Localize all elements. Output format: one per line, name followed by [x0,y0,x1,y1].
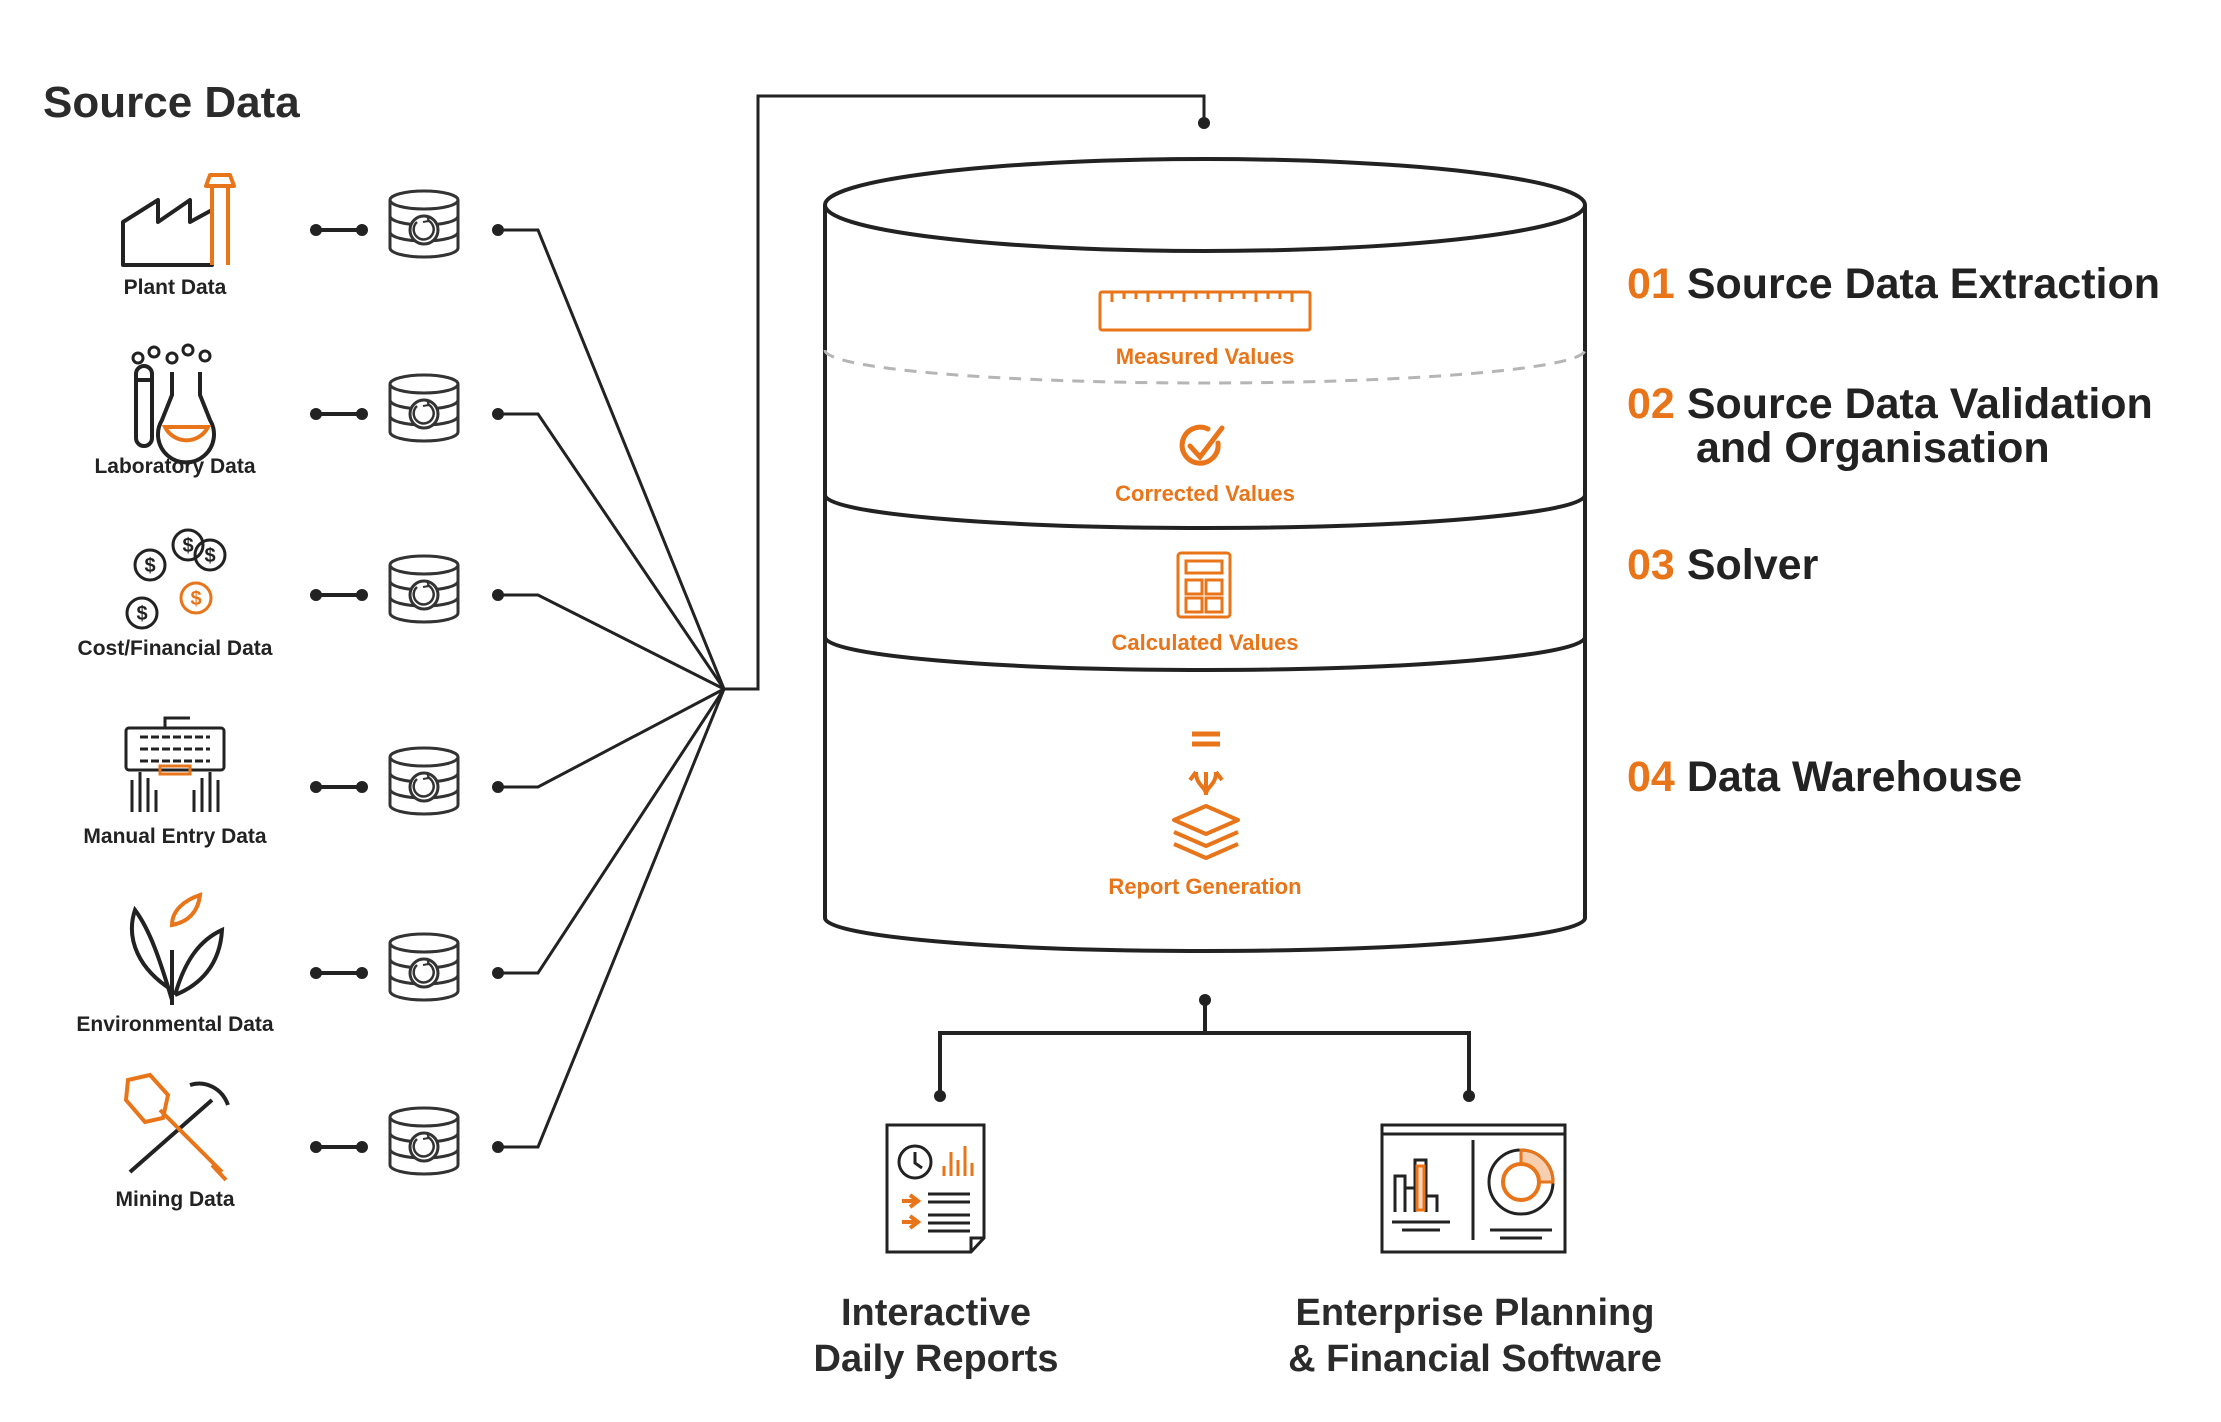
step-number: 03 [1627,541,1675,589]
step-title: Data Warehouse [1686,753,2023,801]
stack-layers-icon [1172,731,1240,860]
output-connectors [938,1000,1471,1096]
database-icon [388,746,460,816]
svg-text:$: $ [190,588,201,610]
step-title: Solver [1686,541,1819,589]
database-icon [388,373,460,443]
warehouse-output-node [1199,994,1211,1006]
database-icon [388,932,460,1002]
source-row-environmental [310,932,504,1002]
svg-text:$: $ [136,603,147,625]
step-number: 04 [1627,753,1675,801]
shovel-pickaxe-icon [123,1072,230,1182]
step-title: Source Data Validation [1686,380,2153,428]
output-label-line1: Enterprise Planning [1295,1292,1655,1334]
svg-text:$: $ [204,545,215,567]
warehouse-input-node [1198,117,1210,129]
leaf-icon [129,892,225,1005]
source-label-manual: Manual Entry Data [83,825,267,848]
source-row-laboratory [310,373,504,443]
source-label-environmental: Environmental Data [76,1013,274,1036]
source-label-cost: Cost/Financial Data [77,637,273,660]
output-label-line2: & Financial Software [1288,1338,1662,1380]
layer-divider-dashed [823,349,1587,385]
diagram-title: Source Data [43,78,300,127]
layer-label-corrected: Corrected Values [1115,481,1295,506]
step-title-line2: and Organisation [1696,424,2050,472]
calculator-icon [1176,551,1232,619]
report-document-icon [885,1123,986,1254]
output-label-line2: Daily Reports [813,1338,1059,1380]
keyboard-hands-icon [124,716,226,812]
database-icon [388,554,460,624]
source-row-plant [310,189,504,259]
ruler-icon [1098,290,1312,332]
lab-flask-icon [131,343,216,465]
layer-label-measured: Measured Values [1115,344,1295,369]
check-circle-icon [1179,424,1225,466]
svg-text:$: $ [144,555,155,577]
layer-label-calculated: Calculated Values [1111,630,1299,655]
dashboard-monitor-icon [1380,1123,1567,1254]
source-label-mining: Mining Data [115,1188,235,1211]
factory-icon [121,173,236,267]
source-connectors [498,94,1206,1149]
output-label-enterprise-software: Enterprise Planning & Financial Software [1288,1290,1662,1382]
source-row-manual [310,746,504,816]
step-number: 02 [1627,380,1675,428]
output-label-daily-reports: Interactive Daily Reports [814,1290,1059,1382]
source-rows [310,189,504,1176]
layer-divider [823,636,1587,672]
layer-divider [823,494,1587,530]
source-row-cost [310,554,504,624]
svg-text:$: $ [182,535,193,557]
coins-icon: $ $ $ $ $ [125,528,227,630]
source-label-plant: Plant Data [123,276,227,299]
database-icon [388,189,460,259]
output-label-line1: Interactive [840,1292,1032,1334]
source-label-laboratory: Laboratory Data [94,455,256,478]
step-number: 01 [1627,260,1675,308]
data-warehouse-cylinder [823,157,1587,953]
source-row-mining [310,1106,504,1176]
step-title: Source Data Extraction [1686,260,2160,308]
layer-label-report: Report Generation [1108,874,1302,899]
database-icon [388,1106,460,1176]
